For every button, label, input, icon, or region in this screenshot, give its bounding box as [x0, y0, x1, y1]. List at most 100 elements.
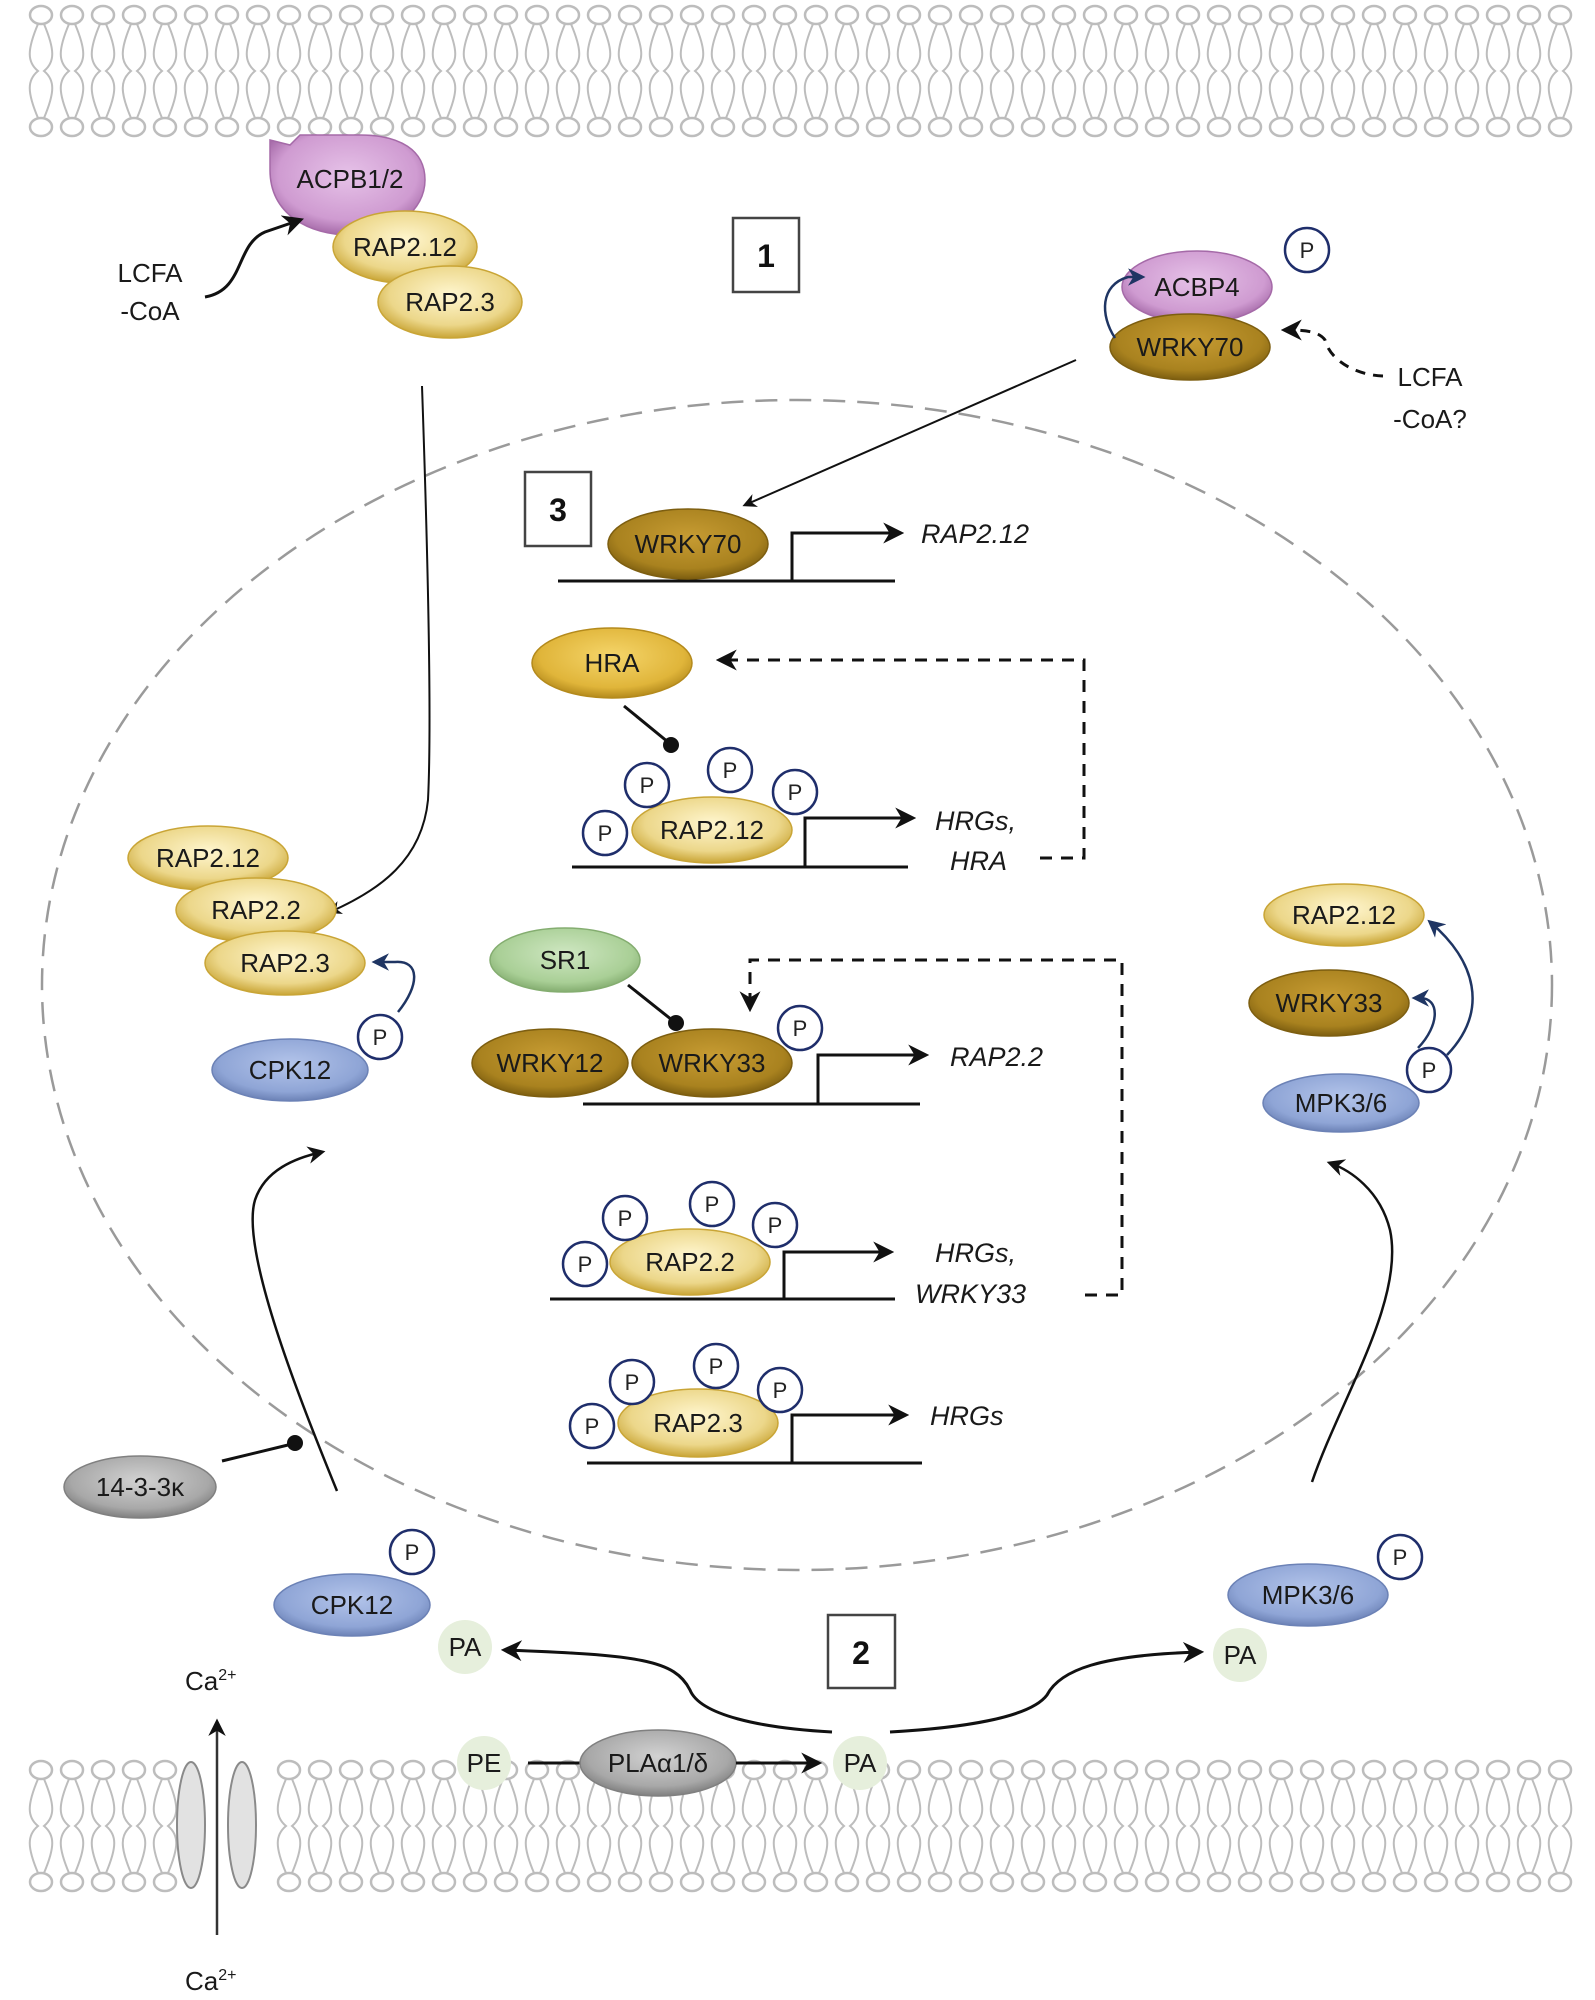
phospholipid	[834, 4, 860, 138]
cpk12-nuclear-protein	[211, 1038, 369, 1102]
phospholipid	[1144, 4, 1170, 138]
phospholipid	[865, 4, 891, 138]
phospholipid	[90, 4, 116, 138]
phospholipid	[431, 1759, 457, 1893]
wrky12-wrky33-promoter-module: WRKY12 WRKY33 P RAP2.2	[471, 1004, 1043, 1106]
wrky70-cyto-label: WRKY70	[1137, 332, 1244, 362]
rap212-stack-label: RAP2.12	[156, 843, 260, 873]
phospholipid	[896, 1759, 922, 1893]
phospholipid	[927, 1759, 953, 1893]
phospho-cpk12-nuclear: P	[356, 1013, 404, 1061]
phospho-mpk36-cyto: P	[1376, 1533, 1424, 1581]
svg-text:P: P	[1422, 1058, 1437, 1083]
14-3-3-kappa-label: 14-3-3κ	[96, 1472, 185, 1502]
phospholipid	[989, 1759, 1015, 1893]
phospholipid	[1206, 1759, 1232, 1893]
phospholipid	[1051, 4, 1077, 138]
lcfa-coa-label-line1: LCFA	[117, 258, 183, 288]
cpk12-cyto-label: CPK12	[311, 1590, 393, 1620]
rap212-cyto-label: RAP2.12	[353, 232, 457, 262]
transcription-start-arrow	[790, 522, 905, 581]
plasma-membrane-bottom	[28, 1759, 1573, 1893]
mpk36-nuclear-label: MPK3/6	[1295, 1088, 1388, 1118]
acbp12-label: ACPB1/2	[297, 164, 404, 194]
calcium-cytosol-label: Ca2+	[185, 1666, 237, 1696]
phospholipid	[772, 1759, 798, 1893]
wrky70-nuclear-label: WRKY70	[635, 529, 742, 559]
svg-text:P: P	[793, 1016, 808, 1041]
phospho-label: P	[705, 1192, 720, 1217]
phospho-cpk12-cyto: P	[388, 1528, 436, 1576]
step-box-2	[826, 1613, 897, 1690]
phospholipid	[896, 4, 922, 138]
pla-label: PLAα1/δ	[608, 1748, 708, 1778]
phospholipid	[555, 1759, 581, 1893]
rap23-cyto-label: RAP2.3	[405, 287, 495, 317]
phospholipid	[927, 4, 953, 138]
step-box-3-label: 3	[549, 492, 567, 528]
phospholipid	[1361, 1759, 1387, 1893]
phospholipid	[121, 4, 147, 138]
phospho-label: P	[598, 821, 613, 846]
pa-membrane-label: PA	[844, 1748, 877, 1778]
phospho-group-p: P	[568, 1402, 616, 1450]
phospholipid	[338, 4, 364, 138]
transcription-start-arrow	[790, 1404, 910, 1463]
phospholipid	[1144, 1759, 1170, 1893]
phospholipid	[338, 1759, 364, 1893]
phospholipid	[524, 1759, 550, 1893]
pa-left-lipid	[438, 1620, 492, 1674]
phospho-group-p: P	[692, 1342, 740, 1390]
phospholipid	[803, 1759, 829, 1893]
phospholipid	[59, 1759, 85, 1893]
pe-lipid	[457, 1736, 511, 1790]
lcfa-coa-q-label-line1: LCFA	[1397, 362, 1463, 392]
phospholipid	[431, 4, 457, 138]
gene-hrgs-hra-line2: HRA	[950, 846, 1007, 876]
phospholipid	[1299, 4, 1325, 138]
phospholipid	[586, 4, 612, 138]
phospholipid	[369, 1759, 395, 1893]
svg-text:P: P	[1393, 1545, 1408, 1570]
rap23-nuclear-label: RAP2.3	[653, 1408, 743, 1438]
gene-hrgs-hra-line1: HRGs,	[935, 806, 1016, 836]
phospho-label: P	[625, 1370, 640, 1395]
lcfa-coa-q-label-line2: -CoA?	[1393, 404, 1467, 434]
phospho-group-p: P	[581, 809, 629, 857]
rap212-nuclear-label: RAP2.12	[660, 815, 764, 845]
step-box-1-label: 1	[757, 238, 775, 274]
mpk36-translocation-arrow	[1310, 1159, 1394, 1483]
phospho-label: P	[618, 1206, 633, 1231]
wrky33-nuclear-label: WRKY33	[659, 1048, 766, 1078]
pa-left-label: PA	[449, 1632, 482, 1662]
wrky33-feedback-dashed-arrow	[739, 958, 1124, 1297]
rap23-stack-label: RAP2.3	[240, 948, 330, 978]
gene-hrgs-wrky33-line1: HRGs,	[935, 1238, 1016, 1268]
phospholipid	[1268, 4, 1294, 138]
phospholipid	[1113, 4, 1139, 138]
hra-inhibition-head	[663, 737, 679, 753]
phospho-acbp4: P	[1283, 226, 1331, 274]
phospholipid	[1113, 1759, 1139, 1893]
phospholipid	[462, 4, 488, 138]
phospholipid	[1454, 4, 1480, 138]
wrky33-right-protein	[1248, 969, 1410, 1037]
phospholipid	[617, 4, 643, 138]
mpk36-cyto-protein	[1227, 1563, 1389, 1627]
phospholipid	[369, 4, 395, 138]
lcfa-coa-label-line2: -CoA	[120, 296, 180, 326]
lcfa-to-acbp-arrow	[204, 215, 304, 299]
phospholipid	[958, 4, 984, 138]
phospholipid	[1237, 1759, 1263, 1893]
pa-to-left-arrow	[500, 1640, 833, 1734]
transcription-start-arrow	[816, 1044, 930, 1104]
mpk36-to-wrky33-arrow	[1411, 989, 1436, 1049]
phospholipid	[772, 4, 798, 138]
phospho-label: P	[768, 1213, 783, 1238]
phospho-group-p: P	[756, 1366, 804, 1414]
